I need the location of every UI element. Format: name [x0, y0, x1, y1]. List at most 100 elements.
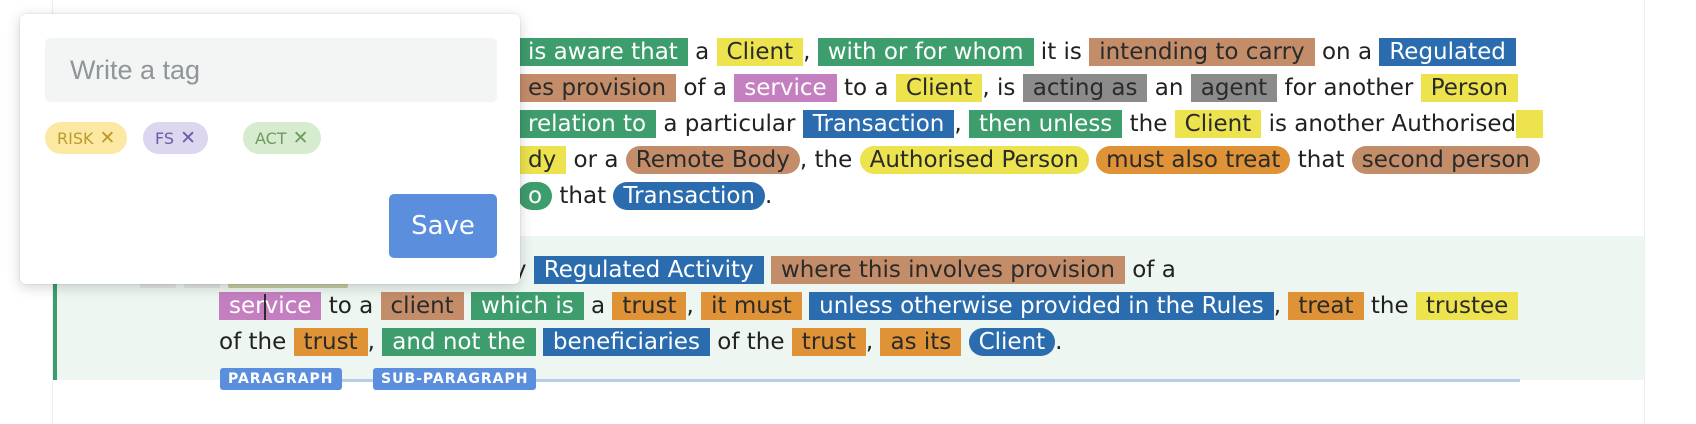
- text-line: service to a client which is a trust, it…: [219, 288, 1519, 324]
- plain-text: to a: [321, 293, 381, 319]
- text-line: dy or a Remote Body, the Authorised Pers…: [518, 142, 1543, 178]
- plain-text: ,: [803, 39, 818, 65]
- plain-text: a particular: [656, 111, 803, 137]
- plain-text: the: [1363, 293, 1416, 319]
- plain-text: [536, 329, 543, 355]
- highlight-span[interactable]: Transaction: [802, 110, 955, 138]
- highlight-span[interactable]: beneficiaries: [542, 328, 710, 356]
- remove-tag-icon[interactable]: ✕: [180, 127, 196, 149]
- plain-text: ,: [1273, 293, 1289, 319]
- highlight-span[interactable]: and not the: [382, 328, 536, 356]
- structure-rule: [220, 379, 1520, 382]
- text-cursor: [263, 293, 266, 320]
- highlight-span[interactable]: es provision: [518, 74, 677, 102]
- plain-text: of the: [219, 329, 294, 355]
- plain-text: to a: [836, 75, 896, 101]
- paragraph-badge[interactable]: PARAGRAPH: [220, 368, 342, 390]
- highlight-span[interactable]: must also treat: [1096, 146, 1291, 174]
- text-line: o that Transaction.: [518, 178, 1543, 214]
- highlight-span[interactable]: second person: [1351, 146, 1540, 174]
- plain-text: .: [1055, 329, 1063, 355]
- tag-label: FS: [155, 129, 175, 148]
- plain-text: , the: [799, 147, 860, 173]
- tag-label: ACT: [255, 129, 287, 148]
- tag-chip-act: ACT ✕: [243, 122, 321, 154]
- highlight-span[interactable]: which is: [471, 292, 584, 320]
- save-button[interactable]: Save: [389, 194, 497, 258]
- highlight-span[interactable]: agent: [1190, 74, 1278, 102]
- plain-text: [1089, 147, 1096, 173]
- highlight-span[interactable]: trustee: [1415, 292, 1519, 320]
- plain-text: of a: [676, 75, 735, 101]
- tag-chip-fs: FS ✕: [143, 122, 208, 154]
- highlight-span[interactable]: then unless: [969, 110, 1123, 138]
- highlight-span[interactable]: Client: [1174, 110, 1262, 138]
- plain-text: ,: [367, 329, 383, 355]
- highlight-span[interactable]: with or for whom: [817, 38, 1034, 66]
- highlight-span[interactable]: Regulated: [1379, 38, 1516, 66]
- highlight-span[interactable]: treat: [1288, 292, 1364, 320]
- plain-text: or a: [566, 147, 626, 173]
- tag-editor-popover: RISK ✕ FS ✕ ACT ✕ Save: [20, 14, 520, 284]
- plain-text: a: [583, 293, 613, 319]
- highlight-span[interactable]: [1516, 110, 1544, 138]
- highlight-span[interactable]: service: [734, 74, 837, 102]
- highlight-span[interactable]: Authorised Person: [859, 146, 1089, 174]
- plain-text: , is: [982, 75, 1023, 101]
- text-line: of the trust, and not the beneficiaries …: [219, 324, 1518, 360]
- text-line: relation to a particular Transaction, th…: [518, 106, 1544, 142]
- plain-text: ,: [686, 293, 702, 319]
- highlight-span[interactable]: service: [219, 292, 322, 320]
- paragraph-structure-labels: PARAGRAPH SUB-PARAGRAPH: [220, 368, 1520, 390]
- tag-label: RISK: [57, 129, 94, 148]
- tag-input[interactable]: [45, 38, 497, 102]
- highlight-span[interactable]: Client: [895, 74, 983, 102]
- plain-text: that: [1290, 147, 1352, 173]
- plain-text: ,: [954, 111, 969, 137]
- highlight-span[interactable]: Remote Body: [625, 146, 800, 174]
- plain-text: [464, 293, 471, 319]
- highlight-span[interactable]: where this involves provision: [770, 256, 1125, 284]
- plain-text: of the: [709, 329, 792, 355]
- plain-text: it is: [1033, 39, 1090, 65]
- plain-text: ,: [865, 329, 881, 355]
- sub-paragraph-badge[interactable]: SUB-PARAGRAPH: [373, 368, 537, 390]
- highlight-span[interactable]: dy: [518, 146, 567, 174]
- highlight-span[interactable]: unless otherwise provided in the Rules: [809, 292, 1274, 320]
- highlight-span[interactable]: acting as: [1022, 74, 1148, 102]
- highlight-span[interactable]: is aware that: [518, 38, 688, 66]
- highlight-span[interactable]: it must: [701, 292, 802, 320]
- plain-text: [764, 257, 771, 283]
- plain-text: .: [765, 183, 773, 209]
- remove-tag-icon[interactable]: ✕: [99, 127, 116, 149]
- plain-text: a: [687, 39, 717, 65]
- highlight-span[interactable]: intending to carry: [1089, 38, 1315, 66]
- tag-chip-risk: RISK ✕: [45, 122, 128, 154]
- paragraph-text-1[interactable]: is aware that a Client, with or for whom…: [518, 34, 1544, 214]
- plain-text: for another: [1277, 75, 1421, 101]
- plain-text: an: [1147, 75, 1191, 101]
- highlight-span[interactable]: relation to: [518, 110, 657, 138]
- text-line: is aware that a Client, with or for whom…: [518, 34, 1543, 70]
- plain-text: the: [1122, 111, 1175, 137]
- plain-text: [961, 329, 968, 355]
- remove-tag-icon[interactable]: ✕: [292, 127, 309, 149]
- highlight-span[interactable]: trust: [791, 328, 866, 356]
- highlight-span[interactable]: trust: [612, 292, 687, 320]
- plain-text: that: [552, 183, 614, 209]
- highlight-span[interactable]: client: [380, 292, 464, 320]
- highlight-span[interactable]: Regulated Activity: [533, 256, 764, 284]
- text-line: es provision of a service to a Client, i…: [518, 70, 1543, 106]
- plain-text: on a: [1314, 39, 1380, 65]
- plain-text: of a: [1124, 257, 1176, 283]
- highlight-span[interactable]: Person: [1420, 74, 1518, 102]
- highlight-text: vice: [264, 293, 312, 319]
- highlight-span[interactable]: Client: [968, 328, 1056, 356]
- highlight-span[interactable]: as its: [880, 328, 962, 356]
- highlight-span[interactable]: trust: [293, 328, 368, 356]
- highlight-span[interactable]: Client: [716, 38, 804, 66]
- highlight-text: ser: [229, 293, 265, 319]
- highlight-span[interactable]: Transaction: [613, 182, 765, 210]
- highlight-span[interactable]: o: [518, 182, 553, 210]
- plain-text: is another Authorised: [1261, 111, 1517, 137]
